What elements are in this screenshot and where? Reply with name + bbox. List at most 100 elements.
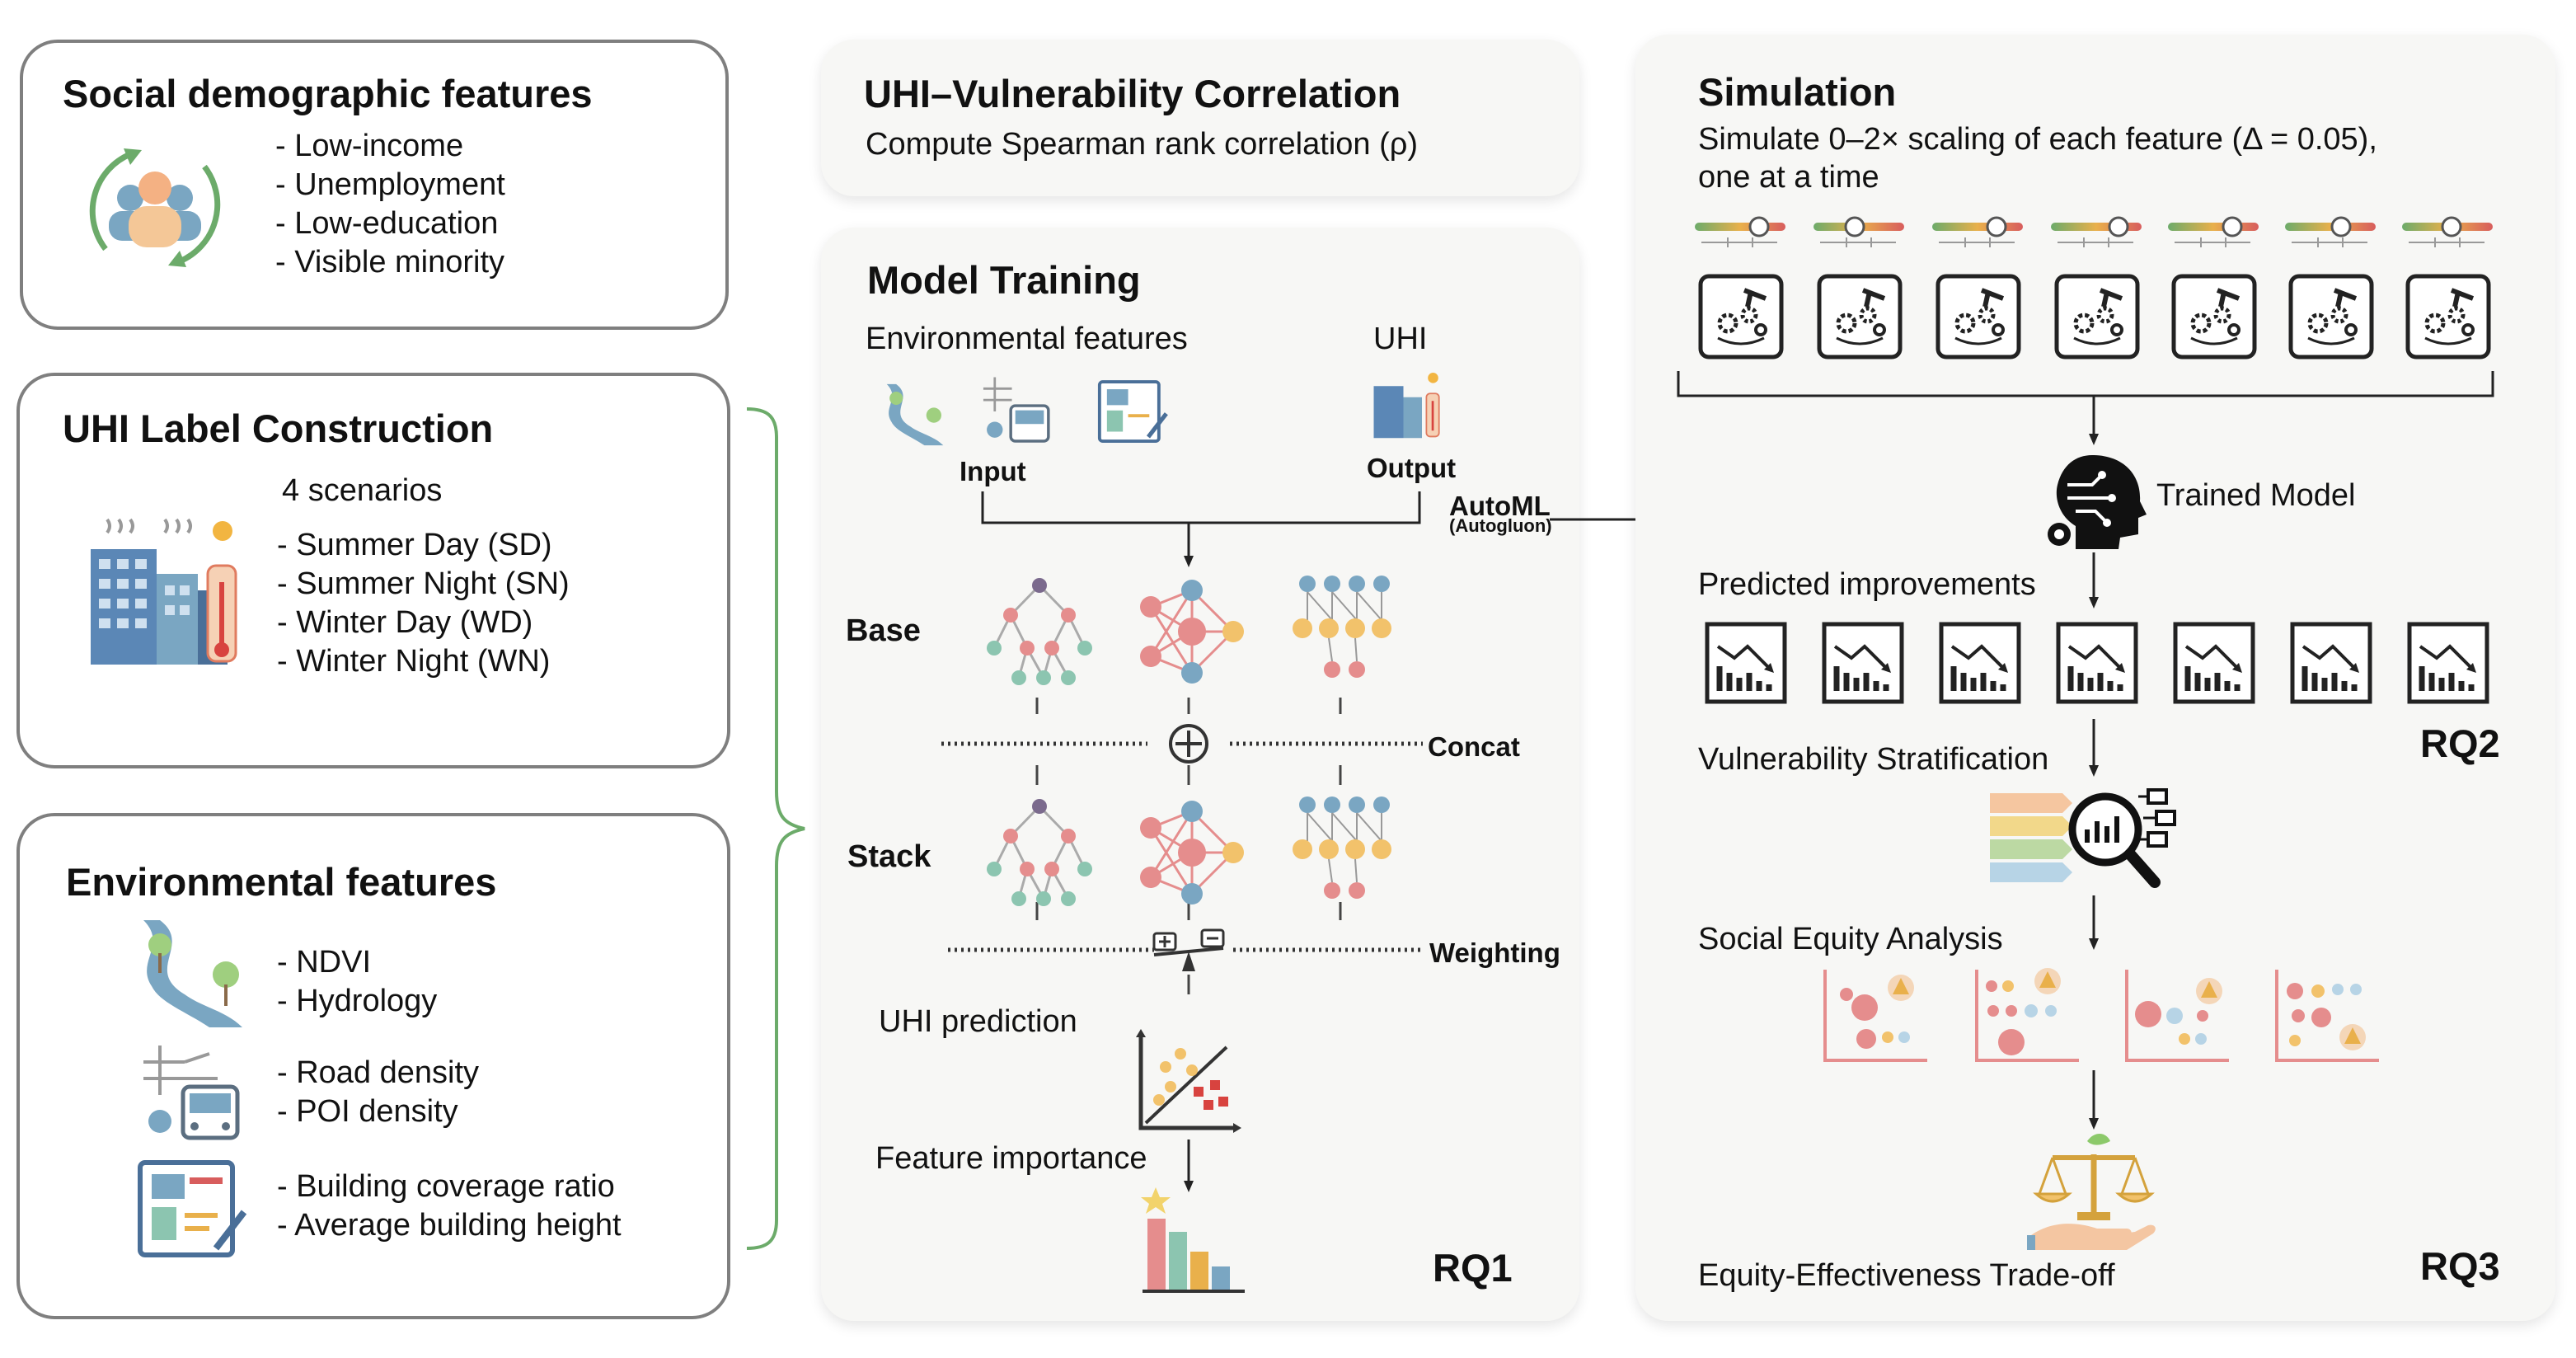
list-item: - POI density [277,1094,458,1129]
road-bus-icon [983,377,1050,443]
list-item: - Winter Night (WN) [277,644,551,679]
building-plan-icon [1097,380,1168,443]
river-tree-icon [143,920,242,1027]
simulation-desc-2: one at a time [1698,160,1879,195]
slider-icon [1814,216,1904,247]
environmental-title: Environmental features [66,860,497,904]
equity-scatter-icon [2125,970,2229,1062]
neural-network-icon [1140,580,1244,684]
simulation-desc-1: Simulate 0–2× scaling of each feature (Δ… [1698,122,2377,157]
social-feature-list: - Low-income - Unemployment - Low-educat… [275,127,505,282]
equity-plot-row [1822,966,2448,1065]
chart-down-icon [2056,622,2138,704]
scenario-list: - Summer Day (SD) - Summer Night (SN) - … [277,526,570,681]
model-gears-icon [2288,274,2374,359]
rq2-label: RQ2 [2420,721,2500,765]
decision-tree-icon [987,578,1092,685]
autogluon-label: (Autogluon) [1449,515,1552,536]
neural-network-icon [1140,801,1244,905]
list-item: - Unemployment [275,167,505,202]
chart-down-icon [2290,622,2372,704]
chart-down-icon [1705,622,1787,704]
slider-icon [2285,216,2376,247]
simulation-panel: Simulation Simulate 0–2× scaling of each… [1635,35,2555,1321]
model-gears-icon [2171,274,2257,359]
equity-scatter-icon [1823,970,1927,1062]
model-gears-icon [1936,274,2021,359]
env-group-1: - NDVI - Hydrology [277,943,437,1021]
list-item: - Summer Night (SN) [277,566,570,601]
tradeoff-label: Equity-Effectiveness Trade-off [1698,1258,2115,1293]
model-training-panel: Model Training Environmental features UH… [821,228,1579,1321]
correlation-subtitle: Compute Spearman rank correlation (ρ) [866,127,1419,162]
input-label: Input [960,456,1026,486]
correlation-panel: UHI–Vulnerability Correlation Compute Sp… [821,40,1579,196]
scatter-plot-icon [1136,1029,1241,1133]
output-label: Output [1367,453,1457,483]
decision-tree-icon [987,799,1092,906]
input-output-connector [941,491,1423,1192]
river-tree-icon [886,383,944,446]
list-item: - Average building height [277,1208,622,1243]
stack-label: Stack [847,839,931,874]
list-item: - Low-education [275,206,499,241]
stratification-magnifier-icon [1990,788,2176,888]
automl-label: AutoML [1449,491,1551,521]
equity-scatter-icon [1975,968,2079,1062]
weighting-label: Weighting [1429,937,1560,968]
trained-model-label: Trained Model [2156,478,2356,513]
social-equity-label: Social Equity Analysis [1698,922,2003,956]
uhi-label-title: UHI Label Construction [63,406,494,450]
slider-icon [1932,216,2023,247]
vulnerability-stratification-label: Vulnerability Stratification [1698,742,2049,777]
slider-icon [2168,216,2259,247]
list-item: - NDVI [277,945,371,980]
rq1-label: RQ1 [1433,1246,1513,1290]
list-item: - Visible minority [275,245,505,280]
simulation-flow [1677,371,2494,1130]
model-gears-icon [1817,274,1903,359]
uhi-label-box: UHI Label Construction 4 scenarios - Sum… [16,373,730,768]
bar-chart-icon [1141,1187,1245,1293]
slider-icon [2051,216,2142,247]
correlation-title: UHI–Vulnerability Correlation [864,72,1401,115]
social-demographic-title: Social demographic features [63,72,593,115]
people-cycle-icon [89,148,221,267]
ai-head-icon [2048,455,2147,549]
feature-importance-label: Feature importance [875,1141,1147,1176]
environmental-box: Environmental features - NDVI - Hydrolog… [16,813,730,1319]
scenarios-label: 4 scenarios [282,473,443,508]
building-plan-icon [138,1160,247,1257]
equity-scatter-icon [2275,970,2379,1062]
list-item: - Hydrology [277,984,438,1018]
list-item: - Winter Day (WD) [277,605,533,640]
slider-row [1695,216,2503,366]
mlp-layer-icon [1293,796,1391,899]
env-group-3: - Building coverage ratio - Average buil… [277,1168,622,1245]
slider-icon [1695,216,1785,247]
list-item: - Road density [277,1055,480,1090]
env-features-label: Environmental features [866,322,1188,356]
chart-down-icon [2407,622,2489,704]
model-gears-icon [1698,274,1784,359]
list-item: - Building coverage ratio [277,1169,615,1204]
city-heat-icon [91,518,237,665]
predicted-icon-row [1705,622,2513,712]
chart-down-icon [1822,622,1904,704]
model-gears-icon [2054,274,2140,359]
road-bus-icon [143,1046,240,1140]
base-label: Base [846,613,921,648]
env-group-2: - Road density - POI density [277,1054,479,1131]
model-gears-icon [2405,274,2491,359]
slider-icon [2402,216,2493,247]
justice-scale-icon [2027,1133,2156,1250]
bracket-connector [746,407,805,1250]
mlp-layer-icon [1293,576,1391,678]
list-item: - Summer Day (SD) [277,528,552,562]
city-heat-icon [1373,373,1440,439]
list-item: - Low-income [275,129,464,163]
chart-down-icon [1939,622,2021,704]
predicted-improvements-label: Predicted improvements [1698,567,2036,602]
model-training-title: Model Training [867,258,1141,302]
rq3-label: RQ3 [2420,1244,2500,1288]
